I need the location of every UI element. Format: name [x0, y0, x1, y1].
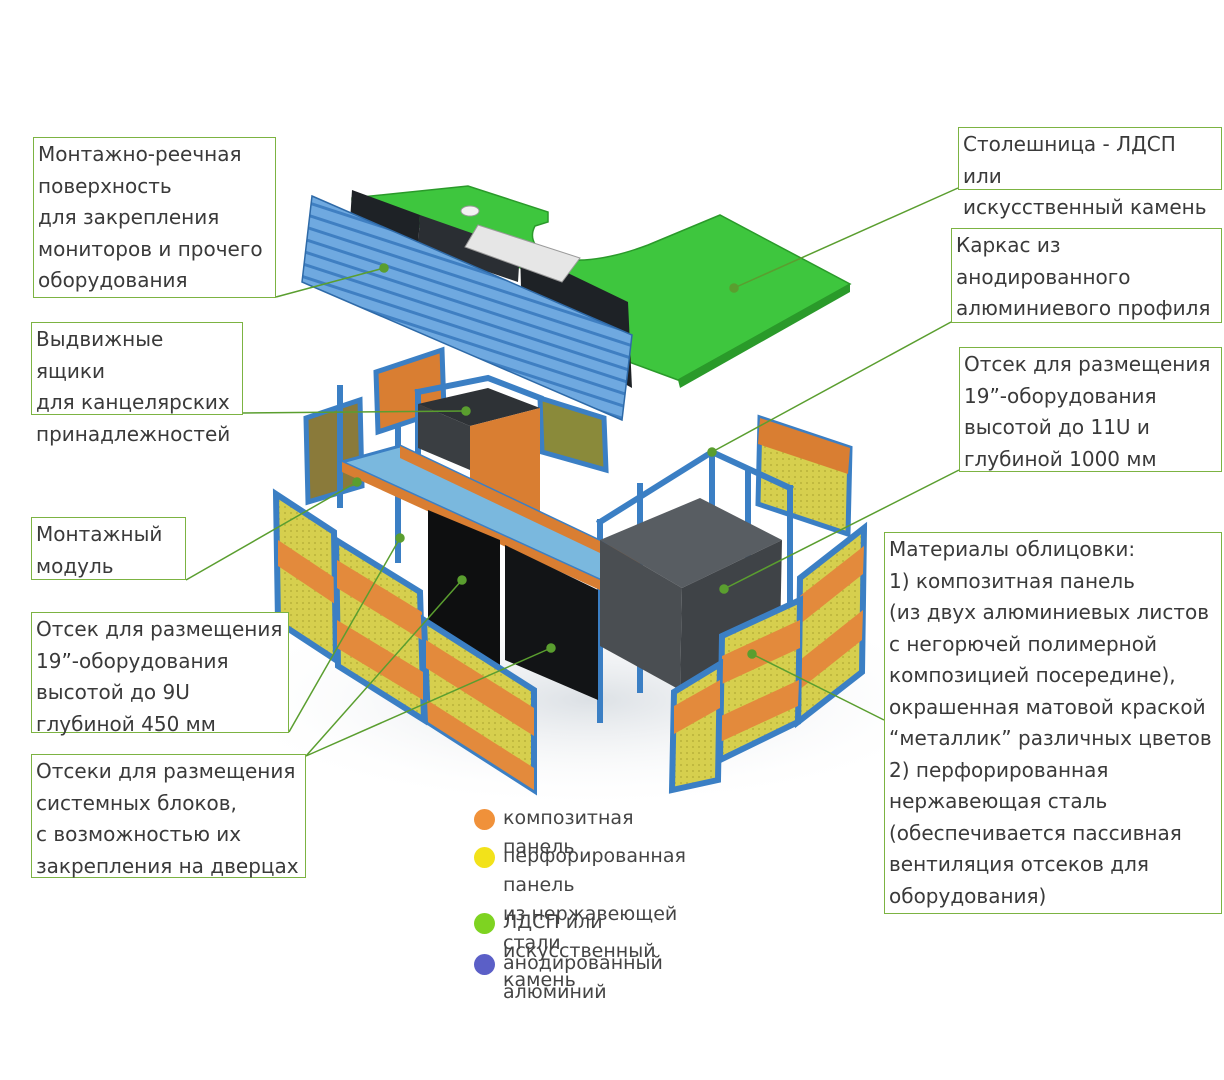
callout-frame: Каркас из анодированного алюминиевого пр… [951, 228, 1222, 323]
callout-mounting-rail: Монтажно-реечная поверхность для закрепл… [33, 137, 276, 298]
callout-system-unit-bays: Отсеки для размещения системных блоков, … [31, 754, 306, 878]
legend-swatch-green [474, 913, 495, 934]
legend-label: композитная панель [503, 807, 634, 858]
keyboard-and-mouse [460, 205, 581, 283]
callout-cladding-materials: Материалы облицовки: 1) композитная пане… [884, 532, 1222, 914]
rack-equipment [600, 498, 782, 690]
callout-drawers: Выдвижные ящики для канцелярских принадл… [31, 322, 243, 446]
inner-shelf [337, 444, 644, 590]
callout-rack-11u: Отсек для размещения 19”-оборудования вы… [959, 347, 1222, 472]
legend-swatch-yellow [474, 847, 495, 868]
legend-label: анодированный алюминий [503, 952, 663, 1003]
mounting-rail [301, 194, 633, 422]
legend-label: ЛДСП или искусственный камень [503, 911, 656, 991]
legend-swatch-blue [474, 954, 495, 975]
callout-mounting-module: Монтажный модуль [31, 517, 186, 580]
legend-swatch-orange [474, 809, 495, 830]
front-panels [272, 488, 868, 796]
callout-rack-9u: Отсек для размещения 19”-оборудования вы… [31, 612, 289, 736]
leader-lines [185, 187, 960, 757]
legend-label: перфорированная панель из нержавеющей ст… [503, 845, 686, 954]
callout-tabletop: Столешница - ЛДСП или искусственный каме… [958, 127, 1222, 219]
